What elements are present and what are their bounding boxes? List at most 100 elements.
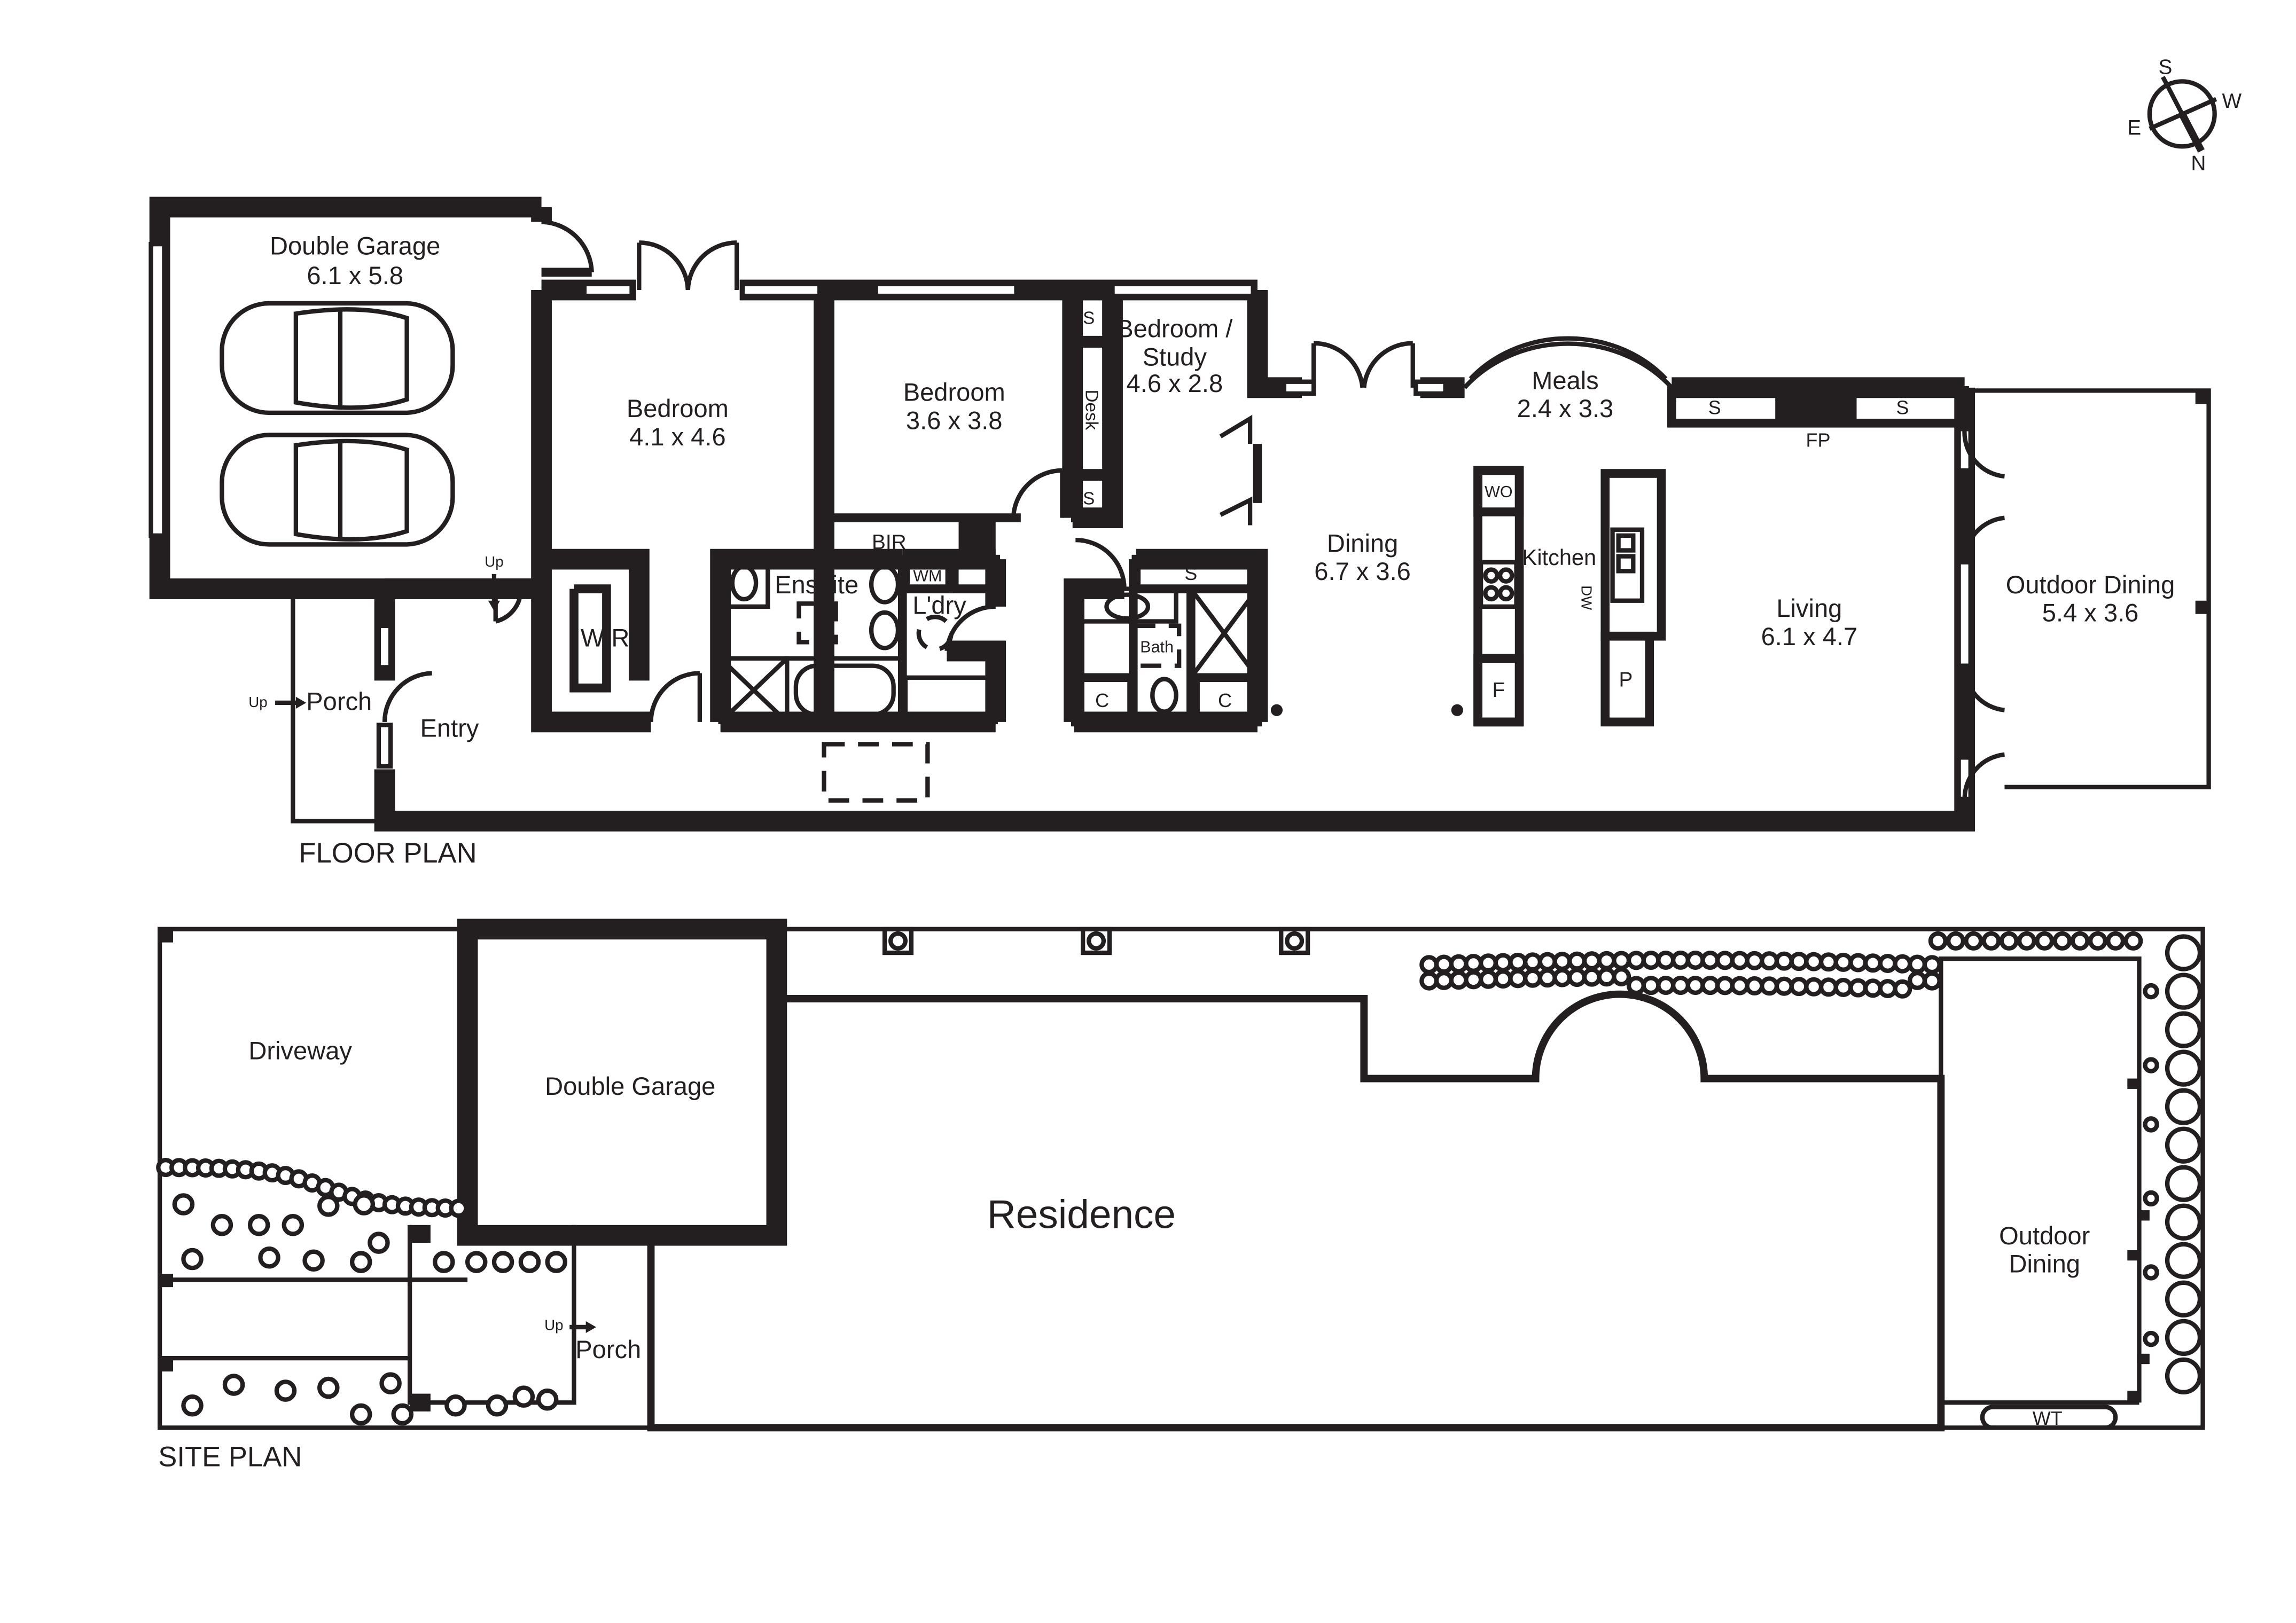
wir-label: WIR bbox=[581, 624, 629, 652]
shrub-icon bbox=[282, 1214, 304, 1236]
shrub-icon bbox=[1493, 953, 1513, 973]
shrub-icon bbox=[2165, 1049, 2203, 1087]
shrub-icon bbox=[1715, 976, 1735, 995]
shrub-icon bbox=[247, 1214, 270, 1236]
shrub-icon bbox=[545, 1251, 568, 1273]
shrub-icon bbox=[1908, 970, 1927, 990]
shrub-icon bbox=[2165, 1165, 2203, 1202]
car-icon bbox=[220, 433, 455, 547]
shrub-icon bbox=[1641, 951, 1661, 970]
shrub-icon bbox=[1464, 970, 1483, 990]
doors bbox=[382, 240, 2005, 799]
shrub-icon bbox=[379, 1372, 402, 1394]
residence-label: Residence bbox=[987, 1191, 1176, 1236]
shrub-icon bbox=[1804, 952, 1824, 971]
shrub-icon bbox=[1878, 953, 1897, 973]
bedroom-2-name: Bedroom bbox=[903, 378, 1005, 406]
floor-plan: Double Garage 6.1 x 5.8 Bedroom 4.1 x 4.… bbox=[149, 197, 2211, 869]
compass-e: E bbox=[2127, 116, 2141, 139]
entry-label: Entry bbox=[420, 714, 479, 742]
shrub-icon bbox=[1552, 968, 1572, 987]
shrub-icon bbox=[274, 1379, 297, 1402]
shrub-icon bbox=[1818, 952, 1838, 972]
shrub-icon bbox=[1848, 953, 1868, 973]
laundry-label: L'dry bbox=[912, 591, 966, 620]
shrub-icon bbox=[1523, 968, 1543, 988]
shrub-icon bbox=[2143, 1264, 2159, 1281]
shrub-icon bbox=[1685, 950, 1705, 970]
shrub-icon bbox=[1656, 950, 1676, 970]
shrub-icon bbox=[1804, 977, 1824, 997]
garage-dim: 6.1 x 5.8 bbox=[307, 261, 403, 289]
shrub-icon bbox=[1567, 951, 1587, 971]
ensuite-label: Ensuite bbox=[775, 570, 858, 599]
shrub-icon bbox=[1893, 979, 1912, 999]
shrub-icon bbox=[1597, 967, 1616, 987]
bath-label: Bath bbox=[1140, 638, 1174, 656]
shrub-icon bbox=[1760, 976, 1779, 996]
shrub-icon bbox=[1999, 931, 2019, 951]
shelf-label: S bbox=[1184, 562, 1197, 584]
shrub-icon bbox=[172, 1193, 195, 1216]
site-outdoor-label-1: Outdoor bbox=[1999, 1221, 2090, 1250]
floor-plan-labels: Double Garage 6.1 x 5.8 Bedroom 4.1 x 4.… bbox=[248, 231, 2175, 869]
bedroom-2-dim: 3.6 x 3.8 bbox=[906, 406, 1003, 434]
shrub-icon bbox=[512, 1385, 535, 1408]
shrub-icon bbox=[1449, 970, 1469, 990]
shrub-icon bbox=[2165, 1126, 2203, 1164]
porch-label: Porch bbox=[306, 687, 372, 716]
cupboard-label: C bbox=[1218, 689, 1232, 711]
shrub-icon bbox=[1449, 954, 1469, 974]
shrub-icon bbox=[1493, 969, 1513, 989]
shrub-icon bbox=[1612, 951, 1631, 970]
wall-oven-label: WO bbox=[1485, 483, 1512, 501]
outdoor-dining-dim: 5.4 x 3.6 bbox=[2042, 599, 2139, 627]
shrub-icon bbox=[1863, 953, 1883, 973]
shrub-icon bbox=[1922, 971, 1942, 991]
shrub-icon bbox=[2165, 1280, 2203, 1318]
shrub-icon bbox=[2123, 931, 2143, 951]
shrub-icon bbox=[1908, 954, 1927, 974]
bedroom-1-dim: 4.1 x 4.6 bbox=[629, 422, 726, 451]
site-plan-title: SITE PLAN bbox=[158, 1441, 302, 1472]
shrub-icon bbox=[465, 1251, 488, 1273]
compass-s: S bbox=[2158, 56, 2172, 79]
shrub-icon bbox=[449, 1198, 468, 1218]
shrub-icon bbox=[1789, 977, 1809, 997]
shrub-icon bbox=[486, 1394, 509, 1417]
shrub-icon bbox=[1922, 955, 1942, 975]
garden-shrubs bbox=[156, 931, 2203, 1426]
shrub-icon bbox=[2165, 934, 2203, 971]
shrub-icon bbox=[536, 1388, 559, 1411]
shrub-icon bbox=[2165, 1203, 2203, 1241]
shrub-icon bbox=[1700, 976, 1720, 995]
shrub-icon bbox=[2035, 931, 2055, 951]
shrub-icon bbox=[349, 1403, 372, 1426]
shrub-icon bbox=[1685, 976, 1705, 995]
shelf-label: S bbox=[1708, 397, 1721, 419]
shrub-icon bbox=[349, 1251, 372, 1273]
shrub-icon bbox=[2143, 1057, 2159, 1073]
shrub-icon bbox=[2070, 931, 2090, 951]
driveway-label: Driveway bbox=[248, 1037, 352, 1065]
shrub-icon bbox=[1833, 952, 1853, 972]
garage-walls bbox=[149, 197, 594, 599]
bir-label: BIR bbox=[872, 531, 907, 554]
shrub-icon bbox=[1478, 969, 1498, 989]
shrub-icon bbox=[1508, 969, 1528, 989]
shrub-icon bbox=[1434, 970, 1454, 990]
study-dim: 4.6 x 2.8 bbox=[1127, 369, 1223, 397]
shrub-icon bbox=[1774, 976, 1794, 996]
floor-plan-title: FLOOR PLAN bbox=[299, 837, 477, 869]
site-plan: Driveway Double Garage Residence Outdoor… bbox=[156, 919, 2205, 1472]
shrub-icon bbox=[2143, 983, 2159, 1000]
desk-label: Desk bbox=[1082, 390, 1102, 430]
shrub-icon bbox=[353, 1193, 376, 1216]
shrub-icon bbox=[2165, 1319, 2203, 1356]
study-name-1: Bedroom / bbox=[1116, 315, 1233, 343]
shrub-icon bbox=[444, 1394, 467, 1417]
shrub-icon bbox=[1730, 951, 1750, 970]
cupboard-label: C bbox=[1095, 689, 1109, 711]
shelf-label: S bbox=[1896, 397, 1909, 419]
